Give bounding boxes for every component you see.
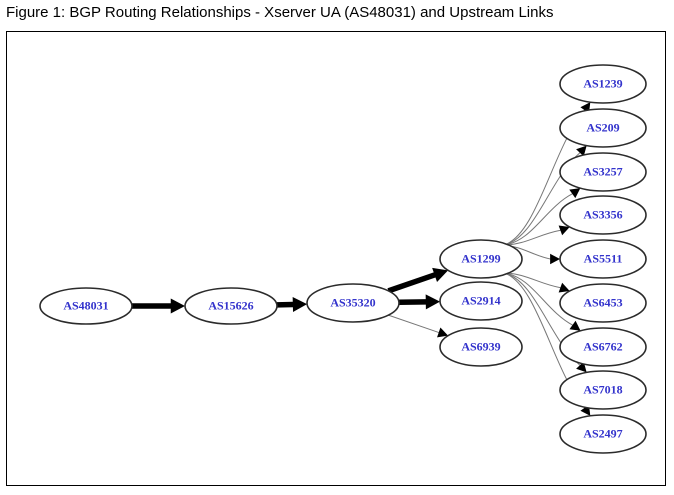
node-ellipse bbox=[559, 64, 647, 104]
node-label: AS2497 bbox=[583, 426, 622, 440]
figure-caption: Figure 1: BGP Routing Relationships - Xs… bbox=[6, 4, 554, 21]
node-label: AS1299 bbox=[461, 251, 500, 265]
node-ellipse bbox=[559, 152, 647, 192]
edge-as15626-to-as35320 bbox=[276, 296, 308, 312]
node-as1239[interactable]: AS1239 bbox=[559, 64, 647, 104]
node-as2914[interactable]: AS2914 bbox=[439, 281, 523, 321]
edge-as1299-to-as3257 bbox=[503, 188, 581, 246]
node-ellipse bbox=[559, 370, 647, 410]
node-as3257[interactable]: AS3257 bbox=[559, 152, 647, 192]
node-label: AS3356 bbox=[583, 207, 622, 221]
node-label: AS2914 bbox=[461, 293, 500, 307]
node-label: AS35320 bbox=[330, 295, 375, 309]
node-ellipse bbox=[559, 327, 647, 367]
edge-as35320-to-as6939 bbox=[388, 314, 449, 338]
node-as6453[interactable]: AS6453 bbox=[559, 283, 647, 323]
node-ellipse bbox=[439, 327, 523, 367]
node-label: AS3257 bbox=[583, 164, 622, 178]
node-label: AS48031 bbox=[63, 298, 108, 312]
node-as2497[interactable]: AS2497 bbox=[559, 414, 647, 454]
node-ellipse bbox=[306, 283, 400, 323]
edge-as35320-to-as2914 bbox=[398, 294, 441, 310]
node-ellipse bbox=[559, 108, 647, 148]
node-label: AS7018 bbox=[583, 382, 622, 396]
node-as7018[interactable]: AS7018 bbox=[559, 370, 647, 410]
node-as1299[interactable]: AS1299 bbox=[439, 239, 523, 279]
node-ellipse bbox=[559, 195, 647, 235]
node-ellipse bbox=[559, 239, 647, 279]
node-label: AS6762 bbox=[583, 339, 622, 353]
edge-as48031-to-as15626 bbox=[132, 298, 185, 314]
edge-as1299-to-as6762 bbox=[503, 272, 581, 331]
node-label: AS1239 bbox=[583, 76, 622, 90]
node-label: AS209 bbox=[586, 120, 619, 134]
node-label: AS6939 bbox=[461, 339, 500, 353]
node-as3356[interactable]: AS3356 bbox=[559, 195, 647, 235]
edge-as35320-to-as1299 bbox=[387, 267, 449, 294]
node-as48031[interactable]: AS48031 bbox=[39, 287, 133, 325]
node-as6762[interactable]: AS6762 bbox=[559, 327, 647, 367]
node-label: AS15626 bbox=[208, 298, 253, 312]
node-ellipse bbox=[559, 283, 647, 323]
node-ellipse bbox=[559, 414, 647, 454]
node-ellipse bbox=[439, 239, 523, 279]
node-as15626[interactable]: AS15626 bbox=[184, 287, 278, 325]
node-ellipse bbox=[439, 281, 523, 321]
node-as5511[interactable]: AS5511 bbox=[559, 239, 647, 279]
node-as35320[interactable]: AS35320 bbox=[306, 283, 400, 323]
node-as6939[interactable]: AS6939 bbox=[439, 327, 523, 367]
node-label: AS5511 bbox=[584, 251, 623, 265]
node-as209[interactable]: AS209 bbox=[559, 108, 647, 148]
node-ellipse bbox=[39, 287, 133, 325]
node-label: AS6453 bbox=[583, 295, 622, 309]
node-ellipse bbox=[184, 287, 278, 325]
